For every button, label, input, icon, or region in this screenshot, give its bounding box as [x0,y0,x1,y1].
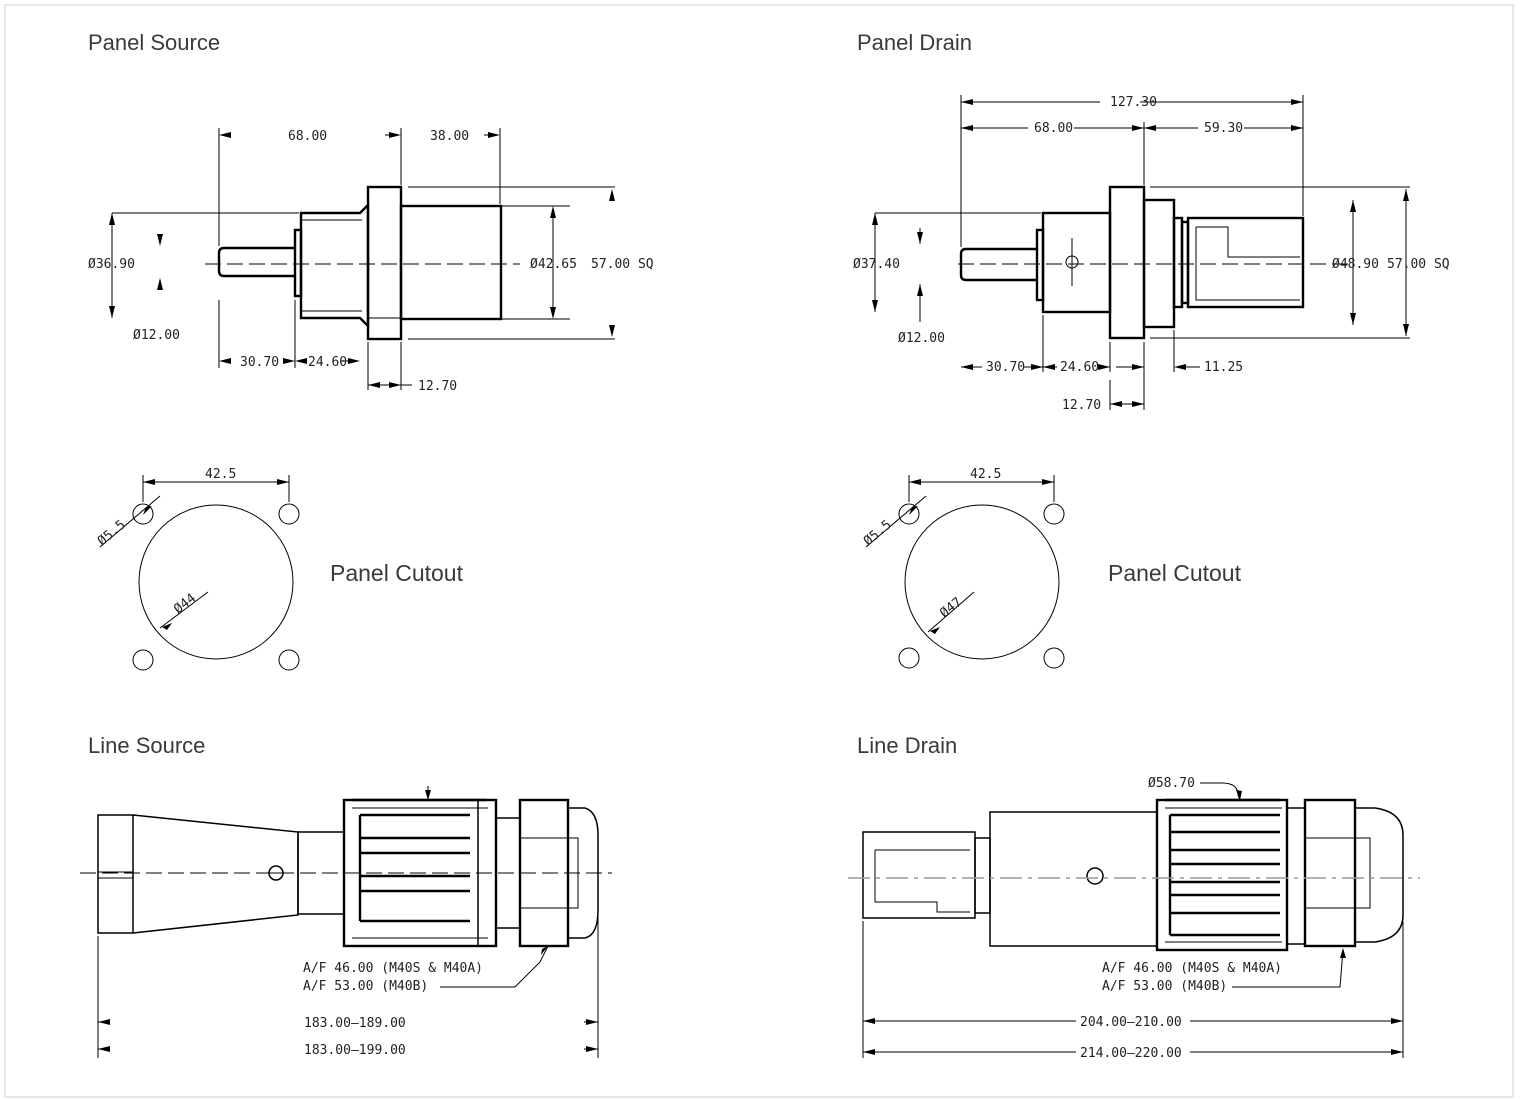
ps-dim-dia42: Ø42.65 [530,257,577,272]
pd-dim-11: 11.25 [1204,360,1243,375]
cd-hole: Ø5.5 [861,517,895,549]
pd-dim-24: 24.60 [1060,360,1099,375]
ls-len1: 183.00–189.00 [304,1016,406,1031]
ps-dim-dia12: Ø12.00 [133,328,180,343]
ps-dim-sq57: 57.00 SQ [591,257,654,272]
ls-len2: 183.00–199.00 [304,1043,406,1058]
line-source-drawing: A/F 46.00 (M40S & M40A) A/F 53.00 (M40B)… [80,786,612,1058]
ls-af46: A/F 46.00 (M40S & M40A) [303,961,483,976]
ps-dim-dia36: Ø36.90 [88,257,135,272]
pd-dim-sq57: 57.00 SQ [1387,257,1450,272]
drawing-frame [4,4,1514,1098]
pd-dim-dia37: Ø37.40 [853,257,900,272]
pd-dim-30: 30.70 [986,360,1025,375]
panel-drain-title: Panel Drain [857,30,972,55]
pd-dim-dia12: Ø12.00 [898,331,945,346]
ld-af53: A/F 53.00 (M40B) [1102,979,1227,994]
ps-dim-12: 12.70 [418,379,457,394]
cd-pitch: 42.5 [970,467,1001,482]
line-source-title: Line Source [88,733,206,758]
ps-dim-38: 38.00 [430,129,469,144]
pd-dim-59: 59.30 [1204,121,1243,136]
cutout-source-drawing: 42.5 Ø5.5 Ø44 [95,467,300,671]
panel-drain-drawing: 127.30 68.00 59.30 Ø37.40 Ø12.00 Ø48.90 … [853,95,1450,413]
panel-cutout-label-source: Panel Cutout [330,560,463,586]
cutout-drain-drawing: 42.5 Ø5.5 Ø47 [861,467,1065,669]
cs-bore: Ø44 [171,591,199,617]
panel-cutout-label-drain: Panel Cutout [1108,560,1241,586]
pd-dim-127: 127.30 [1110,95,1157,110]
ps-dim-24: 24.60 [308,355,347,370]
ld-af46: A/F 46.00 (M40S & M40A) [1102,961,1282,976]
pd-dim-dia48: Ø48.90 [1332,257,1379,272]
ps-dim-68: 68.00 [288,129,327,144]
line-drain-drawing: Ø58.70 A/F 46.00 (M40S & M40A) A/F 53.00… [848,776,1420,1061]
ls-af53: A/F 53.00 (M40B) [303,979,428,994]
panel-source-title: Panel Source [88,30,221,55]
ps-dim-30: 30.70 [240,355,279,370]
pd-dim-68: 68.00 [1034,121,1073,136]
cd-bore: Ø47 [937,595,965,621]
cs-pitch: 42.5 [205,467,236,482]
ld-len2: 214.00–220.00 [1080,1046,1182,1061]
panel-source-drawing: 68.00 38.00 Ø36.90 Ø12.00 Ø42.65 57.00 S… [88,128,654,394]
ld-dia58: Ø58.70 [1148,776,1195,791]
cs-hole: Ø5.5 [95,517,129,549]
line-drain-title: Line Drain [857,733,958,758]
pd-dim-12: 12.70 [1062,398,1101,413]
ld-len1: 204.00–210.00 [1080,1015,1182,1030]
